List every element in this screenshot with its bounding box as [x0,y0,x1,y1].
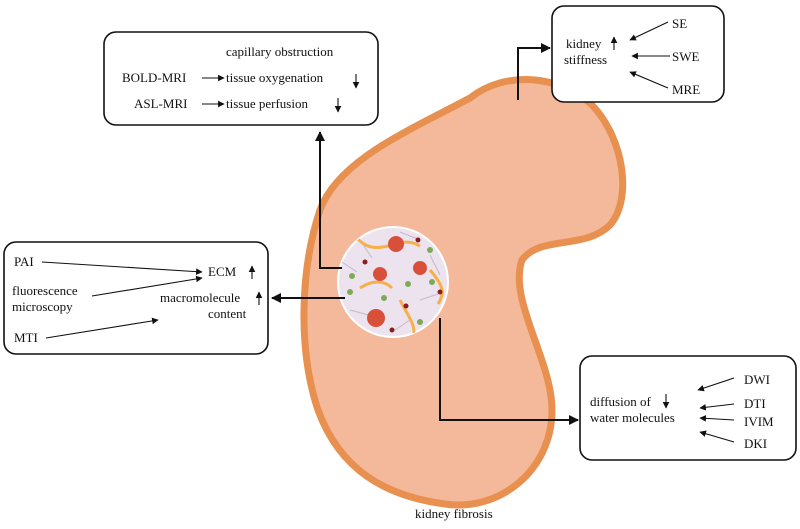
method-dki: DKI [744,436,767,451]
stiffness-box: kidney stiffness SE SWE MRE [551,5,725,103]
connectors [271,43,579,425]
kidney-outline [300,76,627,509]
method-dwi: DWI [744,372,770,387]
kidney-label: kidney [566,36,602,51]
method-se: SE [672,16,687,31]
diagram-caption: kidney fibrosis [415,506,493,521]
vessel [398,299,416,337]
arrow-to-perfusion-box [315,131,342,269]
microscopy-label: microscopy [12,299,73,314]
ecm-label: ECM [208,264,237,279]
content-label: content [208,306,247,321]
glomerulus [413,261,427,275]
vessel [428,269,444,305]
stiffness-label: stiffness [564,52,607,67]
pai-label: PAI [14,254,34,269]
diffusion-of-label: diffusion of [590,394,651,409]
bold-mri-label: BOLD-MRI [122,70,186,85]
asl-mri-label: ASL-MRI [134,96,187,111]
glomerulus [373,267,387,281]
glomerulus [367,309,385,327]
tissue-magnification [337,226,449,338]
method-dti: DTI [744,396,766,411]
capillary-obstruction-label: capillary obstruction [226,44,334,59]
water-molecules-label: water molecules [590,410,675,425]
arrow-to-diffusion-box [439,318,579,425]
tissue-oxygenation-label: tissue oxygenation [226,70,324,85]
method-mre: MRE [672,82,700,97]
diffusion-box: diffusion of water molecules DWI DTI IVI… [579,355,797,461]
tissue-perfusion-label: tissue perfusion [226,96,308,111]
method-swe: SWE [672,49,700,64]
fluorescence-label: fluorescence [12,283,78,298]
method-ivim: IVIM [744,414,774,429]
kidney-illustration [300,76,627,509]
ecm-box: PAI fluorescence microscopy MTI ECM macr… [3,241,269,355]
arrow-to-stiffness-box [517,43,551,100]
vessel [359,280,394,290]
mti-label: MTI [14,330,38,345]
perfusion-box: capillary obstruction BOLD-MRI tissue ox… [103,31,379,126]
macromolecule-label: macromolecule [160,290,240,305]
glomerulus [388,236,404,252]
